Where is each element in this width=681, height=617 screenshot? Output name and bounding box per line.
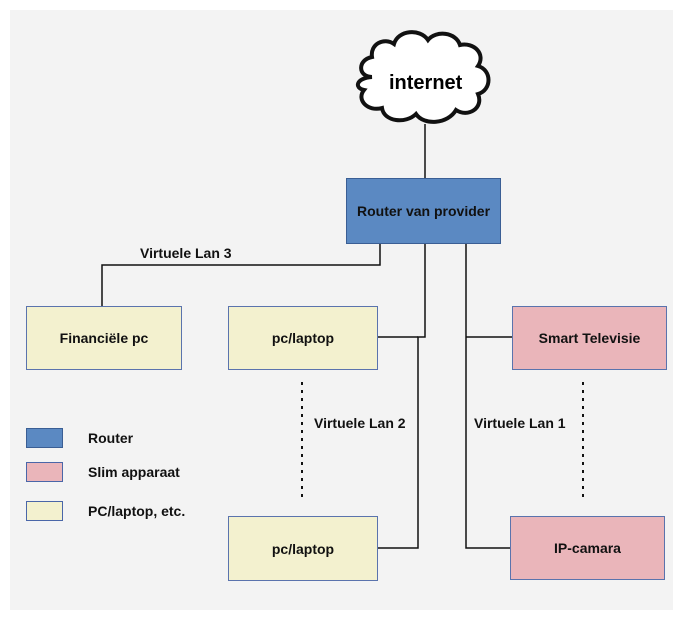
link-vlan1 (465, 244, 510, 549)
legend-swatch-smart-device (26, 462, 63, 482)
pc-laptop-top-box: pc/laptop (228, 306, 378, 370)
vlan3-label: Virtuele Lan 3 (140, 245, 232, 261)
financial-pc-label: Financiële pc (59, 330, 149, 346)
legend-label-router: Router (88, 430, 134, 446)
legend-router: Router (26, 428, 133, 448)
link-vlan2 (378, 244, 426, 549)
pc-laptop-bottom-box: pc/laptop (228, 516, 378, 581)
smart-tv-box: Smart Televisie (512, 306, 667, 370)
ip-camera-label: IP-camara (554, 540, 621, 556)
pc-laptop-bottom-label: pc/laptop (271, 540, 335, 557)
financial-pc-box: Financiële pc (26, 306, 182, 370)
vlan1-label: Virtuele Lan 1 (474, 415, 566, 431)
router-box: Router van provider (346, 178, 501, 244)
smart-tv-label: Smart Televisie (538, 330, 641, 346)
cloud-icon (355, 30, 491, 124)
link-vlan3 (101, 244, 381, 306)
legend-smart-device: Slim apparaat (26, 462, 180, 482)
pc-laptop-top-label: pc/laptop (271, 330, 335, 346)
legend-label-smart-device: Slim apparaat (88, 464, 180, 480)
cloud-label: internet (389, 72, 463, 94)
vlan2-label: Virtuele Lan 2 (314, 415, 406, 431)
legend-swatch-pc (26, 501, 63, 521)
ip-camera-box: IP-camara (510, 516, 665, 580)
legend-pc: PC/laptop, etc. (26, 501, 185, 521)
router-label: Router van provider (356, 203, 491, 219)
legend-label-pc: PC/laptop, etc. (88, 503, 186, 519)
legend-swatch-router (26, 428, 63, 448)
